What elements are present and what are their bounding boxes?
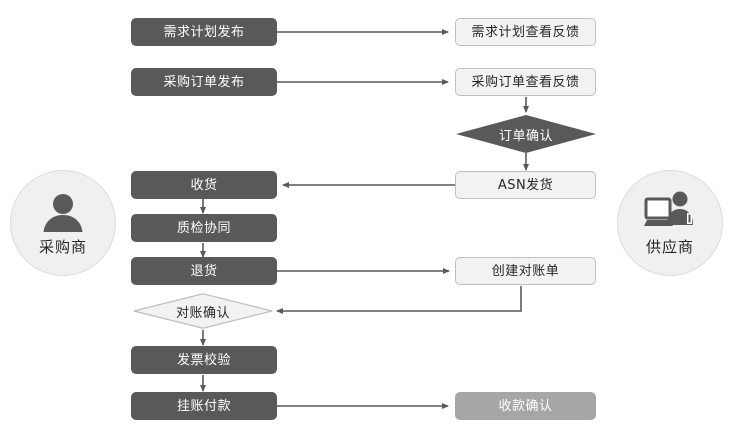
node-quality-inspection-collaboration[interactable]: 质检协同 — [131, 214, 277, 242]
node-purchase-order-view-feedback[interactable]: 采购订单查看反馈 — [455, 68, 596, 96]
node-purchase-order-publish[interactable]: 采购订单发布 — [131, 68, 277, 96]
actor-supplier-label: 供应商 — [645, 238, 694, 256]
node-create-reconciliation-statement[interactable]: 创建对账单 — [455, 257, 596, 285]
node-demand-plan-view-feedback[interactable]: 需求计划查看反馈 — [455, 18, 596, 46]
diamond-shape-light — [133, 293, 273, 329]
node-demand-plan-publish[interactable]: 需求计划发布 — [131, 18, 277, 46]
person-icon — [36, 189, 90, 235]
node-reconciliation-confirm[interactable]: 对账确认 — [133, 293, 273, 329]
edge-n10-n11 — [276, 286, 522, 314]
node-asn-shipment[interactable]: ASN发货 — [455, 171, 596, 199]
node-reconciliation-confirm-label: 对账确认 — [175, 305, 230, 321]
person-at-computer-icon — [643, 189, 697, 235]
node-payment-posting[interactable]: 挂账付款 — [131, 392, 277, 420]
actor-buyer-label: 采购商 — [38, 238, 87, 256]
node-order-confirm-label: 订单确认 — [498, 128, 553, 144]
actor-supplier[interactable]: 供应商 — [617, 170, 723, 276]
node-receive-goods[interactable]: 收货 — [131, 171, 277, 199]
node-order-confirm[interactable]: 订单确认 — [456, 115, 596, 153]
node-payment-receipt-confirm[interactable]: 收款确认 — [455, 392, 596, 420]
node-invoice-verification[interactable]: 发票校验 — [131, 346, 277, 374]
diamond-shape-dark — [456, 115, 596, 153]
actor-buyer[interactable]: 采购商 — [10, 170, 116, 276]
node-return-goods[interactable]: 退货 — [131, 257, 277, 285]
